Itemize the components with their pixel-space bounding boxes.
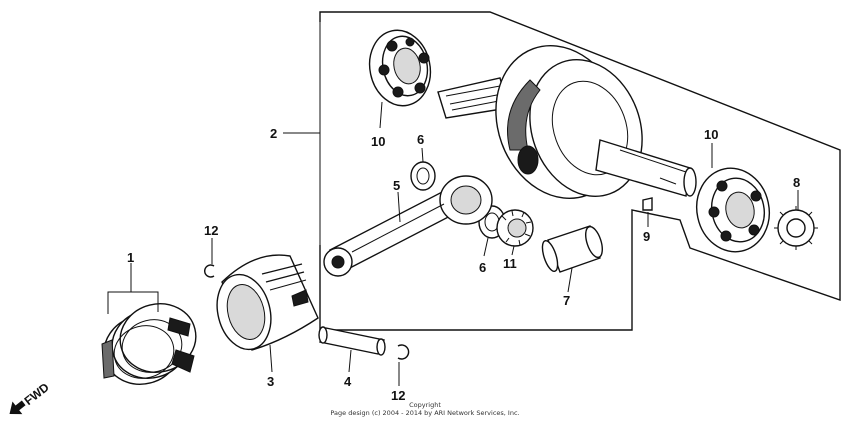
piston-pin-clip-lower bbox=[397, 344, 410, 360]
copyright-heading: Copyright bbox=[409, 401, 441, 409]
gear bbox=[774, 206, 818, 250]
callout-11: 11 bbox=[503, 256, 517, 271]
copyright-notice: Page design (c) 2004 - 2014 by ARI Netwo… bbox=[330, 409, 519, 417]
needle-bearing bbox=[496, 209, 534, 247]
callout-8: 8 bbox=[793, 175, 800, 190]
bearing-lower bbox=[696, 167, 770, 253]
callout-6-lower: 6 bbox=[479, 260, 486, 275]
piston-pin-clip-upper bbox=[204, 264, 215, 278]
leader-lines bbox=[107, 101, 799, 386]
crankshaft bbox=[437, 44, 697, 200]
callout-6-upper: 6 bbox=[417, 132, 424, 147]
callout-10-upper: 10 bbox=[371, 134, 385, 149]
thrust-washer-upper bbox=[410, 161, 436, 191]
callout-12-lower: 12 bbox=[391, 388, 405, 403]
callout-2: 2 bbox=[270, 126, 277, 141]
callout-5: 5 bbox=[393, 178, 400, 193]
callout-10-lower: 10 bbox=[704, 127, 718, 142]
callout-4: 4 bbox=[344, 374, 352, 389]
callout-3: 3 bbox=[267, 374, 274, 389]
callout-numbers: 2 10 6 5 10 8 9 6 11 7 12 1 3 4 12 bbox=[127, 126, 800, 403]
piston-pin bbox=[318, 326, 386, 356]
forward-arrow-icon bbox=[9, 400, 26, 415]
woodruff-key bbox=[642, 197, 653, 211]
piston-ring-set bbox=[101, 303, 197, 385]
bearing-upper bbox=[368, 29, 432, 107]
callout-7: 7 bbox=[563, 293, 570, 308]
crank-pin bbox=[541, 225, 603, 273]
callout-9: 9 bbox=[643, 229, 650, 244]
callout-1: 1 bbox=[127, 250, 134, 265]
fwd-label: FWD bbox=[22, 380, 52, 408]
forward-direction-indicator: FWD bbox=[9, 380, 52, 415]
piston bbox=[216, 254, 319, 351]
connecting-rod bbox=[323, 175, 493, 277]
callout-12-upper: 12 bbox=[204, 223, 218, 238]
